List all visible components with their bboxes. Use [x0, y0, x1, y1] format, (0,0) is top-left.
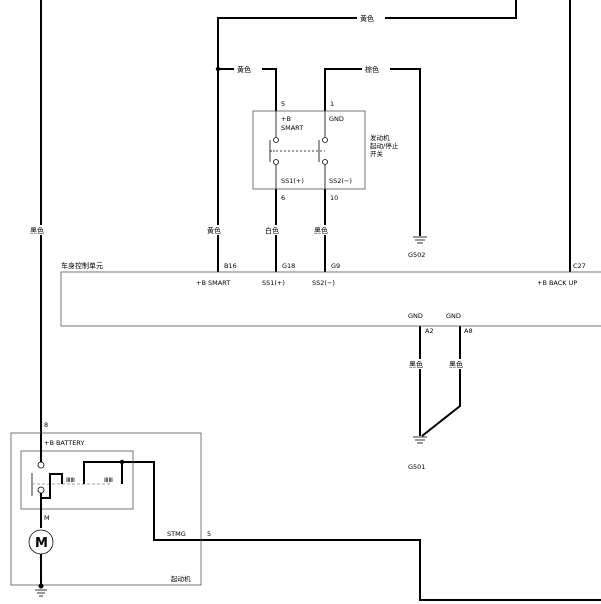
bcm-conn-g9: G9 — [331, 262, 340, 270]
bcm-conn-g18: G18 — [282, 262, 295, 270]
label-wire-yellow-b16: 黄色 — [207, 226, 221, 235]
switch-label-ss2: SS2(−) — [329, 177, 352, 185]
bcm-conn-b16: B16 — [224, 262, 237, 270]
switch-label-ss1: SS1(+) — [281, 177, 304, 185]
switch-label-smart: SMART — [281, 124, 303, 132]
switch-label-b: +B — [281, 115, 291, 123]
label-wire-brown: 棕色 — [365, 65, 379, 74]
ground-g501-label: G501 — [408, 463, 425, 471]
label-wire-black-a2: 黑色 — [409, 360, 423, 369]
wire-stmg — [122, 461, 601, 601]
ground-g502: G502 — [408, 236, 427, 259]
wire-black-a8 — [421, 326, 461, 437]
label-wire-black-g9: 黑色 — [314, 226, 328, 235]
starter-label-b-battery: +B BATTERY — [44, 439, 84, 447]
switch-pin-1: 1 — [330, 100, 334, 108]
motor-symbol: M — [35, 536, 48, 551]
start-stop-switch: 5 1 +B SMART GND SS1(+) SS2(−) 6 10 发动机 … — [252, 100, 399, 202]
switch-label-gnd: GND — [329, 115, 344, 123]
switch-name-1: 发动机 — [370, 133, 390, 142]
label-wire-yellow-switch: 黄色 — [237, 65, 251, 74]
starter-label-stmg: STMG — [167, 530, 186, 538]
switch-pin-5: 5 — [281, 100, 285, 108]
switch-name-3: 开关 — [370, 149, 384, 158]
bcm-pin-ss1: SS1(+) — [262, 279, 285, 287]
ground-g502-label: G502 — [408, 251, 425, 259]
bcm-name: 车身控制单元 — [61, 261, 103, 270]
ground-g501: G501 — [408, 436, 427, 471]
svg-text:ⅢⅢ: ⅢⅢ — [66, 476, 75, 484]
starter-name: 起动机 — [171, 574, 191, 583]
bcm-pin-ss2: SS2(−) — [312, 279, 335, 287]
switch-pin-6: 6 — [281, 194, 285, 202]
svg-text:ⅢⅢ: ⅢⅢ — [104, 476, 113, 484]
bcm-pin-b-backup: +B BACK UP — [537, 279, 577, 287]
wire-yellow-switch — [218, 68, 277, 111]
bcm-pin-b-smart: +B SMART — [196, 279, 230, 287]
starter-pin-5: 5 — [207, 530, 211, 538]
label-wire-yellow-top: 黄色 — [360, 14, 374, 23]
bcm-gnd-2: GND — [446, 312, 461, 320]
label-wire-black-a8: 黑色 — [449, 360, 463, 369]
starter-label-m: M — [44, 514, 50, 522]
bcm-gnd-1: GND — [408, 312, 423, 320]
switch-pin-10: 10 — [330, 194, 338, 202]
body-control-module: 车身控制单元 B16 G18 G9 C27 +B SMART SS1(+) SS… — [60, 261, 601, 335]
bcm-conn-a8: A8 — [464, 327, 473, 335]
bcm-conn-a2: A2 — [425, 327, 434, 335]
label-wire-black-left: 黑色 — [30, 226, 44, 235]
bcm-conn-c27: C27 — [573, 262, 586, 270]
starter-motor: 8 +B BATTERY ⅢⅢ ⅢⅢ M M STMG 5 起动机 — [10, 421, 211, 597]
wire-yellow-top — [217, 0, 517, 272]
label-wire-white-g18: 白色 — [265, 226, 279, 235]
switch-name-2: 起动/停止 — [370, 141, 399, 150]
starter-pin-8: 8 — [44, 421, 48, 429]
